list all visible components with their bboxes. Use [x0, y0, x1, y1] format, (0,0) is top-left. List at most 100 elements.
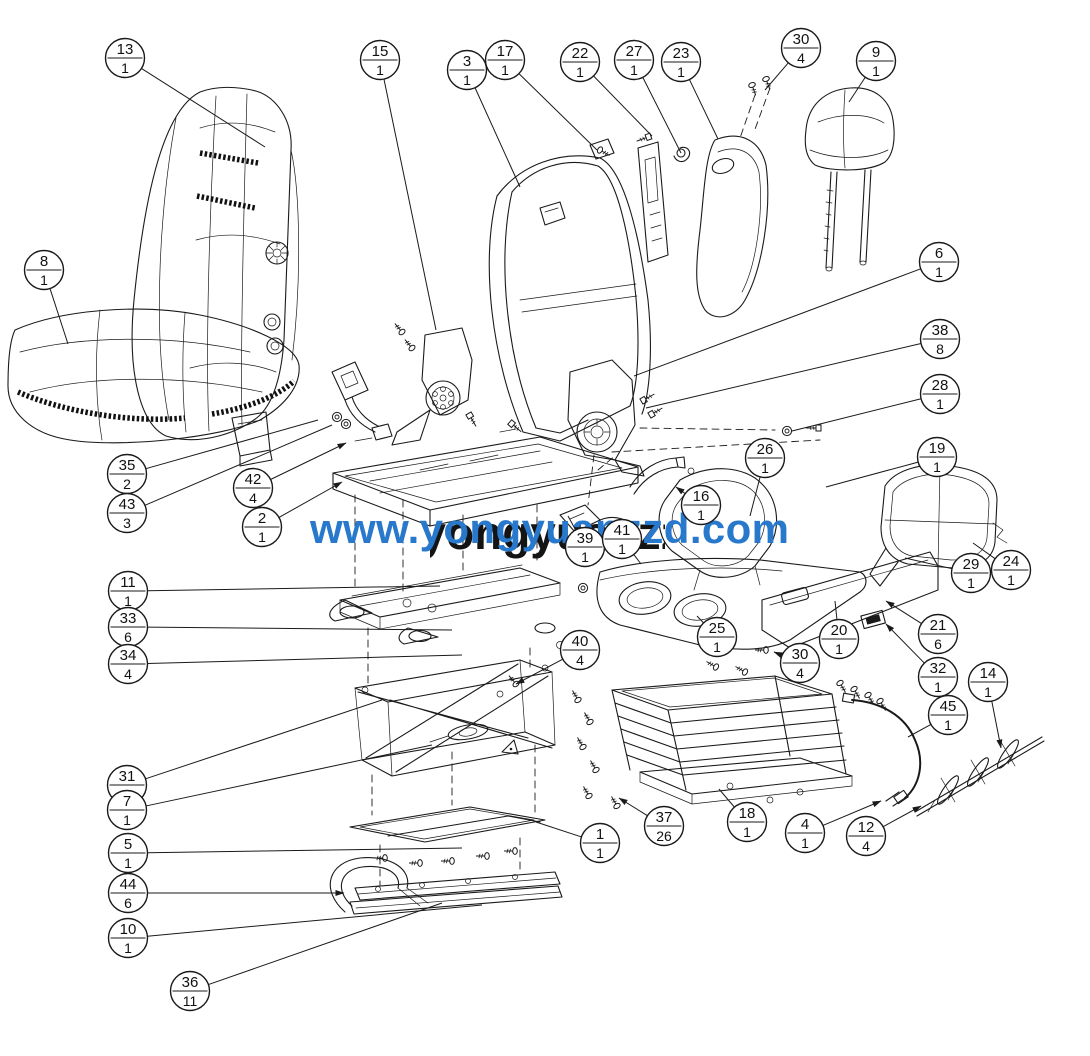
- leader-line: [633, 268, 921, 377]
- screw-icon: [581, 710, 595, 727]
- screw-icon: [475, 852, 490, 860]
- balloon-39: 391: [564, 515, 606, 568]
- balloon-quantity: 1: [935, 264, 943, 280]
- screw-icon: [574, 735, 588, 752]
- balloon-22: 221: [559, 41, 653, 137]
- leader-line: [907, 723, 932, 738]
- balloon-32: 321: [885, 623, 959, 698]
- balloon-16: 161: [675, 484, 722, 526]
- leader-line: [675, 486, 686, 495]
- balloon-38: 388: [645, 318, 961, 409]
- balloon-part-number: 14: [980, 665, 997, 682]
- bolt-icon: [465, 411, 480, 429]
- balloon-35: 352: [106, 419, 319, 495]
- screw-icon: [503, 847, 518, 855]
- seat-belt-buckle: [331, 361, 393, 441]
- balloon-quantity: 1: [984, 684, 992, 700]
- balloon-part-number: 33: [120, 610, 137, 627]
- hook-rod: [914, 736, 1045, 817]
- bolt-icon: [639, 390, 657, 405]
- balloon-quantity: 1: [123, 812, 131, 828]
- screw-icon: [401, 336, 417, 353]
- fasteners: [331, 75, 889, 867]
- balloon-quantity: 6: [934, 636, 942, 652]
- balloon-part-number: 4: [801, 816, 809, 833]
- balloon-part-number: 3: [463, 53, 471, 70]
- balloon-quantity: 3: [123, 515, 131, 531]
- balloon-17: 171: [484, 39, 598, 151]
- balloon-part-number: 23: [673, 45, 690, 62]
- bolt-icon: [635, 132, 653, 145]
- balloon-29: 291: [904, 552, 992, 594]
- balloon-8: 81: [23, 249, 69, 345]
- leader-line: [885, 623, 925, 664]
- leader-line: [593, 75, 653, 137]
- balloon-11: 111: [107, 570, 441, 612]
- leader-line: [145, 419, 319, 470]
- screw-icon: [505, 672, 521, 689]
- recliner-left: [391, 327, 473, 446]
- balloon-quantity: 1: [581, 549, 589, 565]
- balloon-quantity: 1: [934, 679, 942, 695]
- balloon-part-number: 36: [182, 974, 199, 991]
- balloon-40: 404: [515, 629, 601, 685]
- balloon-part-number: 15: [372, 43, 389, 60]
- scissor-suspension: [354, 659, 556, 777]
- balloon-3: 31: [446, 49, 521, 188]
- leader-line: [147, 585, 441, 592]
- balloon-21: 216: [885, 600, 959, 655]
- belt-guide-strip: [637, 141, 691, 263]
- balloon-4: 41: [784, 800, 882, 854]
- leader-line: [848, 77, 866, 103]
- balloon-part-number: 45: [940, 698, 957, 715]
- balloon-quantity: 1: [124, 940, 132, 956]
- screw-icon: [704, 658, 721, 672]
- slide-plates: [349, 806, 546, 843]
- leader-line: [515, 658, 564, 685]
- balloon-23: 231: [660, 41, 719, 140]
- balloon-part-number: 7: [123, 793, 131, 810]
- balloon-part-number: 27: [626, 43, 643, 60]
- balloon-part-number: 19: [929, 440, 946, 457]
- leader-line: [145, 699, 383, 780]
- balloon-part-number: 18: [739, 805, 756, 822]
- leader-line: [764, 62, 789, 91]
- leader-line: [773, 651, 783, 659]
- balloon-quantity: 1: [872, 63, 880, 79]
- balloon-quantity: 1: [801, 835, 809, 851]
- balloon-part-number: 9: [872, 44, 880, 61]
- headrest: [804, 87, 895, 272]
- control-cable: [841, 692, 922, 807]
- balloon-quantity: 4: [797, 50, 805, 66]
- balloon-5: 51: [107, 832, 463, 874]
- leader-line: [474, 87, 521, 188]
- leader-line: [791, 398, 922, 432]
- balloon-part-number: 41: [614, 522, 631, 539]
- balloon-quantity: 1: [501, 62, 509, 78]
- balloon-part-number: 17: [497, 43, 514, 60]
- balloon-quantity: 4: [124, 666, 132, 682]
- balloon-quantity: 6: [124, 629, 132, 645]
- washer-icon: [781, 425, 793, 437]
- balloon-19: 191: [825, 436, 958, 488]
- balloon-part-number: 43: [119, 496, 136, 513]
- balloon-18: 181: [718, 788, 768, 843]
- balloon-quantity: 6: [124, 895, 132, 911]
- balloon-part-number: 21: [930, 617, 947, 634]
- balloon-quantity: 4: [862, 838, 870, 854]
- leader-line: [882, 805, 922, 828]
- leader-line: [567, 515, 577, 531]
- leader-line: [633, 554, 642, 565]
- balloon-1: 11: [535, 821, 621, 864]
- leader-line: [141, 68, 266, 148]
- balloon-part-number: 12: [858, 819, 875, 836]
- balloon-quantity: 8: [936, 341, 944, 357]
- leader-line: [718, 788, 735, 808]
- release-handle: [629, 456, 695, 495]
- balloon-10: 101: [107, 904, 483, 959]
- suspension-track: [329, 564, 576, 654]
- recliner-right: [567, 359, 645, 477]
- balloon-quantity: 4: [249, 490, 257, 506]
- leader-line: [147, 904, 483, 937]
